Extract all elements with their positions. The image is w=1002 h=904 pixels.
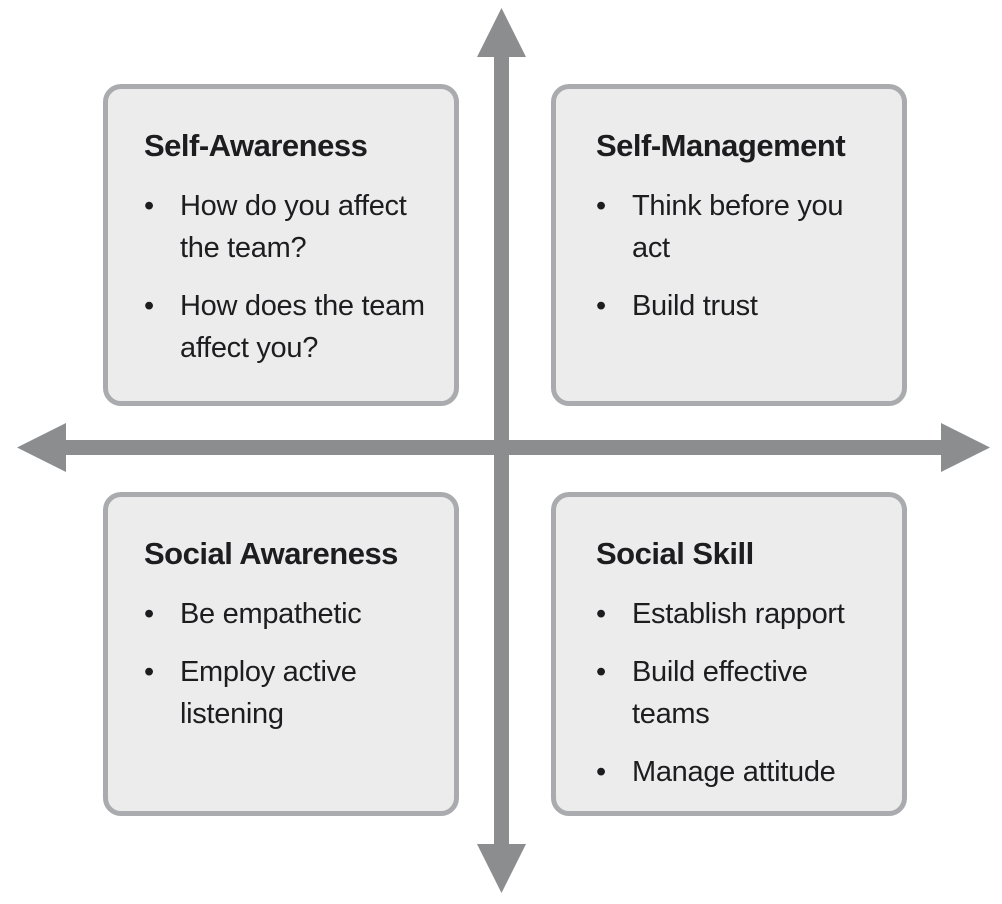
bullet-icon: • — [144, 598, 155, 631]
bullet-text: Build trust — [632, 290, 758, 323]
bullet-icon: • — [144, 190, 155, 223]
bullet-icon: • — [144, 290, 155, 323]
bullet-item: • Build trust — [596, 285, 888, 327]
bullet-text: How does the team affect you? — [180, 290, 425, 365]
quadrant-self-management: Self-Management • Think before you act •… — [551, 84, 907, 406]
bullet-text: Build effective teams — [632, 656, 808, 731]
bullet-item: • How does the team affect you? — [144, 285, 440, 369]
bullet-item: • Build effective teams — [596, 651, 888, 735]
bullet-text: Manage attitude — [632, 756, 836, 789]
bullet-text: Establish rapport — [632, 598, 845, 631]
quadrant-self-awareness: Self-Awareness • How do you affect the t… — [103, 84, 459, 406]
bullet-item: • How do you affect the team? — [144, 185, 440, 269]
bullet-icon: • — [596, 756, 607, 789]
quadrant-social-awareness: Social Awareness • Be empathetic • Emplo… — [103, 492, 459, 816]
bullet-item: • Think before you act — [596, 185, 888, 269]
bullet-text: Think before you act — [632, 190, 844, 265]
bullet-list: • How do you affect the team? • How does… — [144, 185, 440, 369]
bullet-icon: • — [596, 290, 607, 323]
bullet-item: • Establish rapport — [596, 593, 888, 635]
quadrant-title: Self-Awareness — [144, 128, 368, 163]
bullet-item: • Be empathetic — [144, 593, 440, 635]
bullet-text: Employ active listening — [180, 656, 357, 731]
bullet-item: • Employ active listening — [144, 651, 440, 735]
bullet-icon: • — [144, 656, 155, 689]
bullet-list: • Be empathetic • Employ active listenin… — [144, 593, 440, 735]
bullet-icon: • — [596, 190, 607, 223]
bullet-list: • Think before you act • Build trust — [596, 185, 888, 327]
bullet-text: How do you affect the team? — [180, 190, 407, 265]
bullet-item: • Manage attitude — [596, 751, 888, 793]
bullet-text: Be empathetic — [180, 598, 362, 631]
quadrant-title: Social Skill — [596, 536, 754, 571]
bullet-icon: • — [596, 598, 607, 631]
horizontal-axis-arrow — [17, 423, 990, 472]
bullet-list: • Establish rapport • Build effective te… — [596, 593, 888, 793]
quadrant-title: Social Awareness — [144, 536, 398, 571]
quadrant-title: Self-Management — [596, 128, 846, 163]
bullet-icon: • — [596, 656, 607, 689]
quadrant-social-skill: Social Skill • Establish rapport • Build… — [551, 492, 907, 816]
